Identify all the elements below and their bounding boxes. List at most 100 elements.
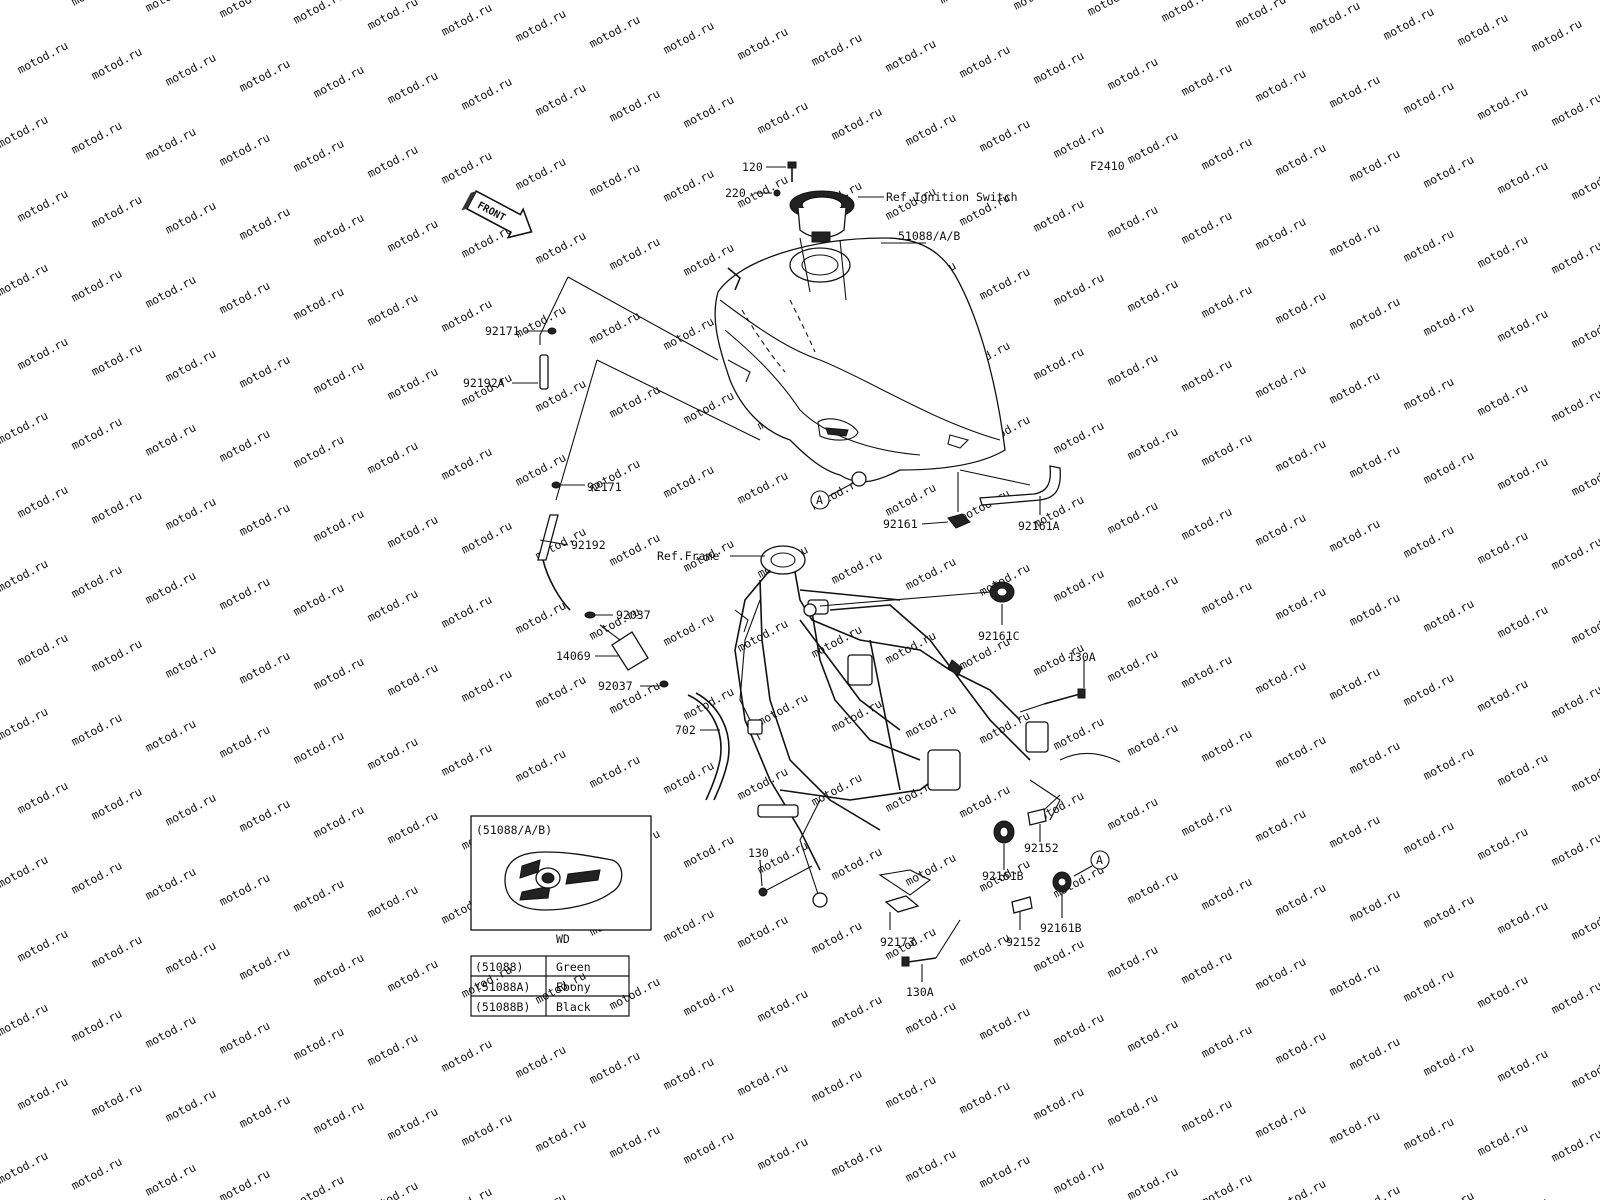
watermark-text: motod.ru — [1495, 1194, 1550, 1200]
watermark-text: motod.ru — [1179, 60, 1234, 98]
watermark-text: motod.ru — [1105, 350, 1160, 388]
watermark-text: motod.ru — [1105, 54, 1160, 92]
collar-92152-top — [1027, 808, 1047, 826]
label-92161B-left: 92161B — [982, 869, 1024, 883]
watermark-text: motod.ru — [1421, 300, 1476, 338]
label-ref-frame: Ref.Frame — [657, 549, 719, 563]
watermark-text: motod.ru — [459, 666, 514, 704]
watermark-text: motod.ru — [69, 562, 124, 600]
watermark-text: motod.ru — [533, 672, 588, 710]
watermark-text: motod.ru — [291, 284, 346, 322]
watermark-text: motod.ru — [977, 1152, 1032, 1190]
watermark-text: motod.ru — [1401, 522, 1456, 560]
watermark-text: motod.ru — [89, 784, 144, 822]
watermark-text: motod.ru — [1549, 1126, 1600, 1164]
watermark-text: motod.ru — [1495, 454, 1550, 492]
watermark-text: motod.ru — [143, 864, 198, 902]
watermark-text: motod.ru — [1273, 1176, 1328, 1200]
watermark-text: motod.ru — [1347, 442, 1402, 480]
marker-a-1-label: A — [816, 493, 823, 507]
watermark-text: motod.ru — [1199, 726, 1254, 764]
watermark-text: motod.ru — [1307, 0, 1362, 37]
watermark-text: motod.ru — [1401, 78, 1456, 116]
watermark-text: motod.ru — [1273, 436, 1328, 474]
watermark-text: motod.ru — [365, 438, 420, 476]
watermark-text: motod.ru — [1347, 886, 1402, 924]
watermark-text: motod.ru — [937, 0, 992, 7]
watermark-text: motod.ru — [311, 802, 366, 840]
watermark-text: motod.ru — [311, 358, 366, 396]
watermark-text: motod.ru — [1421, 1040, 1476, 1078]
watermark-text: motod.ru — [1495, 1046, 1550, 1084]
watermark-text: motod.ru — [661, 18, 716, 56]
watermark-text: motod.ru — [755, 986, 810, 1024]
watermark-text: motod.ru — [1051, 1010, 1106, 1048]
watermark-text: motod.ru — [1199, 134, 1254, 172]
watermark-text: motod.ru — [1273, 732, 1328, 770]
watermark-text: motod.ru — [1327, 516, 1382, 554]
color-variant-table: (51088) Green (51088A) Ebony (51088B) Bl… — [470, 955, 630, 1017]
watermark-text: motod.ru — [89, 932, 144, 970]
watermark-text: motod.ru — [1495, 158, 1550, 196]
watermark-text: motod.ru — [1401, 226, 1456, 264]
watermark-text: motod.ru — [957, 42, 1012, 80]
watermark-text: motod.ru — [1347, 1034, 1402, 1072]
collar-92152-bottom — [1011, 896, 1033, 914]
watermark-text: motod.ru — [291, 876, 346, 914]
watermark-text: motod.ru — [385, 660, 440, 698]
table-row-2-code: (51088A) — [475, 980, 530, 994]
watermark-text: motod.ru — [1347, 294, 1402, 332]
watermark-text: motod.ru — [903, 554, 958, 592]
watermark-text: motod.ru — [829, 1140, 884, 1178]
watermark-text: motod.ru — [15, 778, 70, 816]
watermark-text: motod.ru — [1199, 1022, 1254, 1060]
watermark-text: motod.ru — [439, 1036, 494, 1074]
cushion-92161C — [989, 581, 1015, 603]
watermark-text: motod.ru — [1031, 344, 1086, 382]
watermark-text: motod.ru — [237, 204, 292, 242]
watermark-text: motod.ru — [1253, 362, 1308, 400]
watermark-text: motod.ru — [311, 506, 366, 544]
bolt-130 — [758, 865, 813, 897]
watermark-text: motod.ru — [1031, 1084, 1086, 1122]
watermark-text: motod.ru — [163, 494, 218, 532]
watermark-text: motod.ru — [459, 518, 514, 556]
watermark-text: motod.ru — [237, 500, 292, 538]
watermark-text: motod.ru — [977, 1004, 1032, 1042]
watermark-text: motod.ru — [1253, 806, 1308, 844]
damper-92161 — [947, 513, 971, 529]
watermark-text: motod.ru — [903, 850, 958, 888]
watermark-text: motod.ru — [217, 278, 272, 316]
watermark-text: motod.ru — [809, 30, 864, 68]
watermark-text: motod.ru — [237, 796, 292, 834]
watermark-text: motod.ru — [1273, 584, 1328, 622]
watermark-text: motod.ru — [1549, 386, 1600, 424]
watermark-text: motod.ru — [1569, 608, 1600, 646]
watermark-text: motod.ru — [1051, 566, 1106, 604]
watermark-text: motod.ru — [1031, 196, 1086, 234]
watermark-text: motod.ru — [143, 716, 198, 754]
watermark-text: motod.ru — [1347, 738, 1402, 776]
watermark-text: motod.ru — [735, 1060, 790, 1098]
marker-a-2-label: A — [1096, 853, 1103, 867]
watermark-text: motod.ru — [0, 852, 50, 890]
watermark-text: motod.ru — [809, 770, 864, 808]
watermark-text: motod.ru — [1273, 1028, 1328, 1066]
watermark-text: motod.ru — [311, 950, 366, 988]
watermark-text: motod.ru — [681, 240, 736, 278]
watermark-text: motod.ru — [291, 728, 346, 766]
watermark-text: motod.ru — [661, 758, 716, 796]
watermark-text: motod.ru — [385, 216, 440, 254]
watermark-text: motod.ru — [143, 568, 198, 606]
watermark-text: motod.ru — [1495, 750, 1550, 788]
watermark-text: motod.ru — [89, 44, 144, 82]
watermark-text: motod.ru — [1475, 232, 1530, 270]
watermark-text: motod.ru — [1549, 830, 1600, 868]
watermark-text: motod.ru — [439, 148, 494, 186]
watermark-text: motod.ru — [1125, 1164, 1180, 1200]
label-92152-top: 92152 — [1024, 841, 1059, 855]
watermark-text: motod.ru — [69, 1154, 124, 1192]
watermark-text: motod.ru — [1273, 880, 1328, 918]
watermark-text: motod.ru — [1455, 10, 1510, 48]
watermark-text: motod.ru — [15, 630, 70, 668]
